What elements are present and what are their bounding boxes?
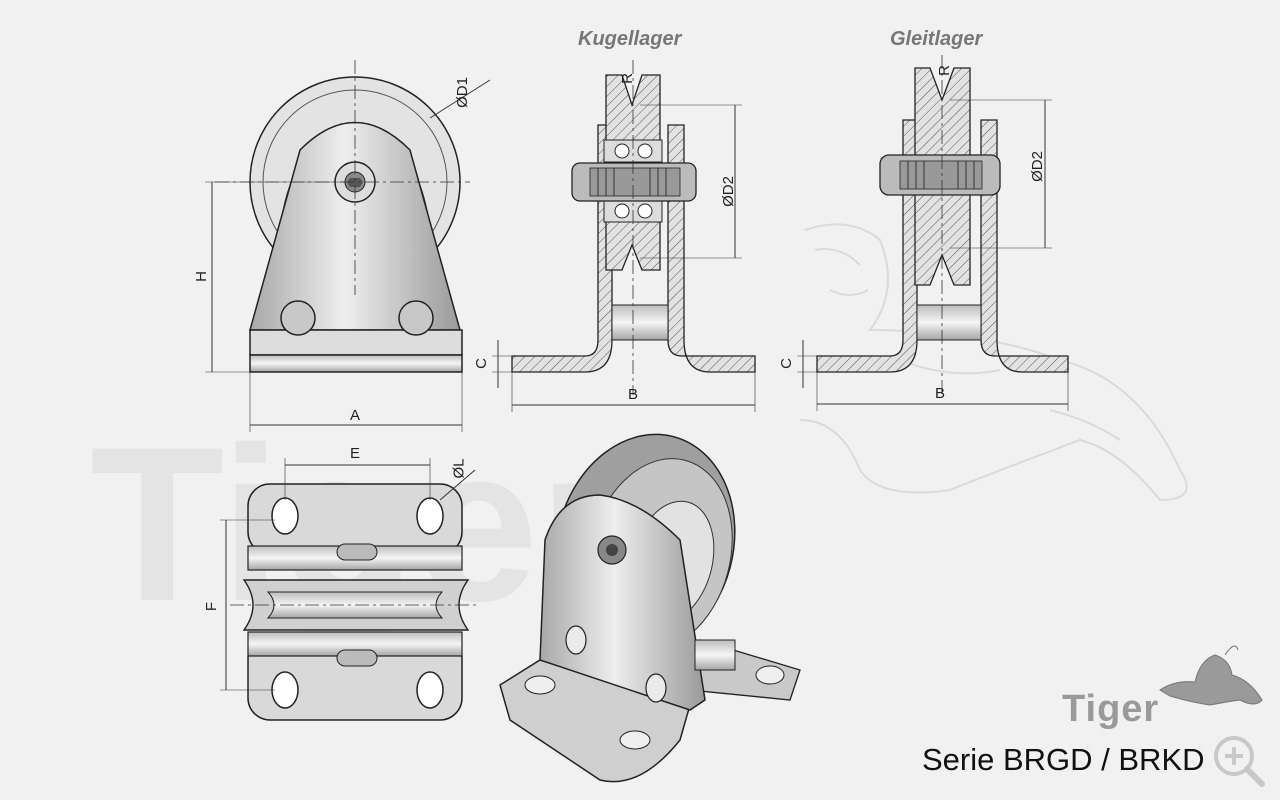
dim-l-label: ØL [450,458,468,479]
front-view [205,60,491,432]
dim-b-plain-label: B [935,385,946,402]
dim-b-ball-label: B [628,386,639,403]
plain-bearing-section [797,55,1069,411]
heading-plain-bearing: Gleitlager [890,28,983,50]
dim-c-ball-label: C [472,358,490,369]
ball-bearing-section [492,60,756,412]
dim-d2-plain-label: ØD2 [1028,151,1046,182]
heading-ball-bearing: Kugellager [578,28,682,50]
zoom-in-icon[interactable] [1212,734,1268,790]
dim-a-label: A [350,407,361,424]
dim-f-label: F [203,601,221,612]
dim-d1-label: ØD1 [453,77,471,108]
dim-r-ball-label: R [618,73,636,84]
dim-c-plain-label: C [777,358,795,369]
dim-h-label: H [192,271,210,282]
isometric-view [499,433,801,783]
tiger-logo-icon [1159,645,1263,706]
dim-r-plain-label: R [935,65,953,76]
tiger-watermark [799,223,1188,502]
dim-e-label: E [350,445,361,462]
series-label: Serie BRGD / BRKD [922,742,1205,777]
dim-d2-ball-label: ØD2 [719,176,737,207]
brand-logo-text: Tiger [1062,688,1160,730]
top-view [220,458,480,721]
